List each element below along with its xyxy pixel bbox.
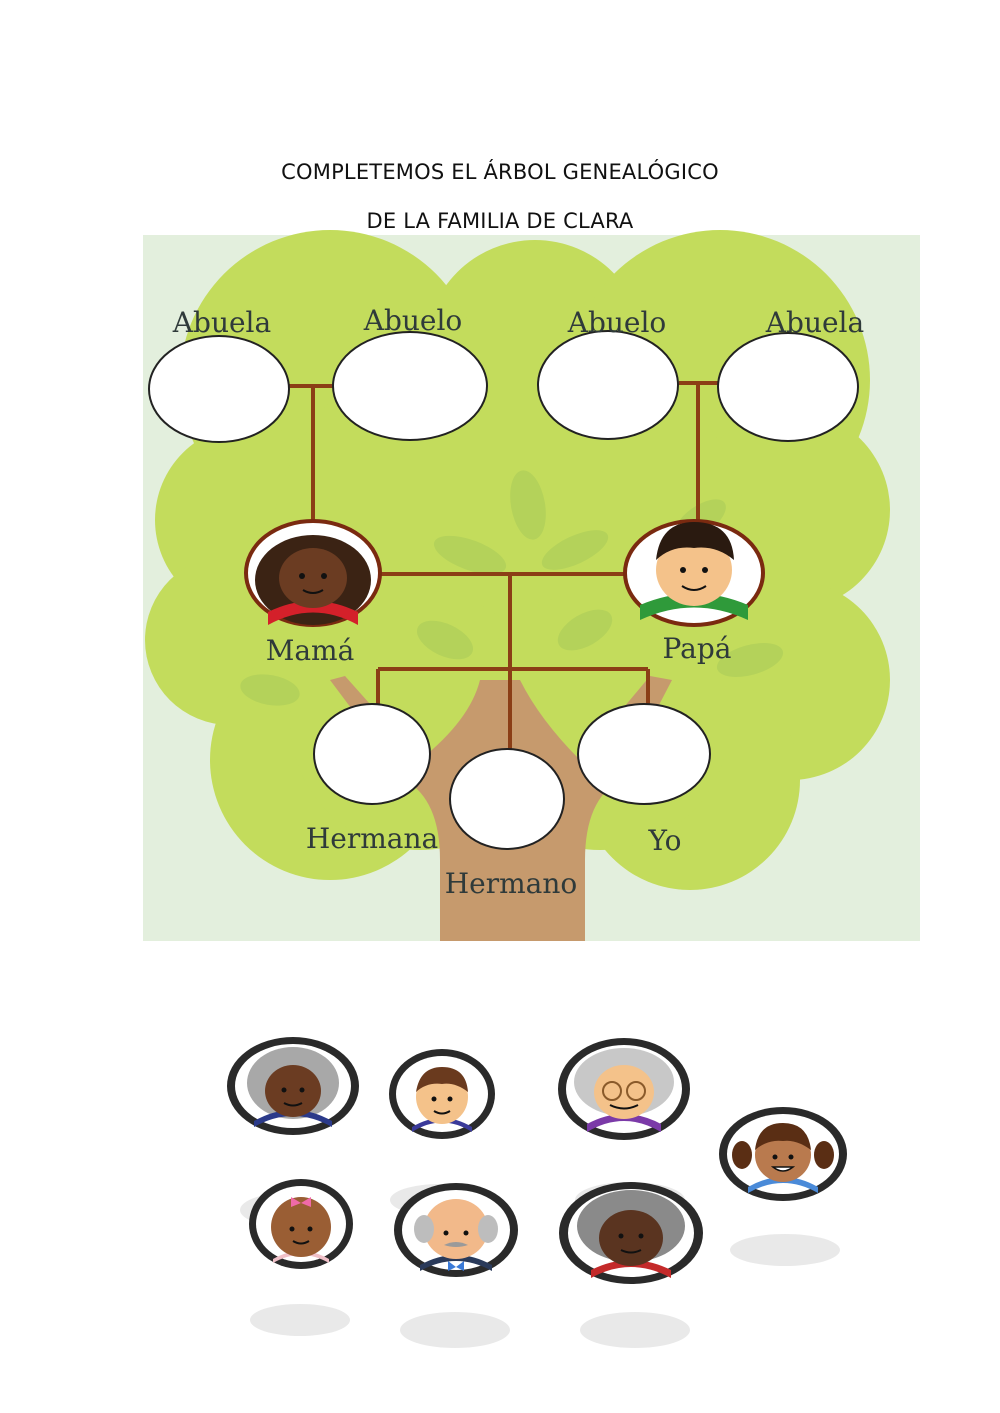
slot-me[interactable] xyxy=(577,703,711,805)
label-dad: Papá xyxy=(663,632,732,665)
label-me: Yo xyxy=(648,824,682,857)
girl-pigtails-avatar[interactable] xyxy=(716,1105,850,1203)
tree-connectors xyxy=(289,381,720,750)
worksheet-title-line1: COMPLETEMOS EL ÁRBOL GENEALÓGICO xyxy=(281,160,719,184)
baby-girl-avatar[interactable] xyxy=(247,1177,355,1271)
grandmother-gray-hair-avatar[interactable] xyxy=(224,1035,362,1137)
bald-grandfather-avatar[interactable] xyxy=(392,1181,520,1279)
grandfather-glasses-avatar[interactable] xyxy=(555,1036,693,1142)
label-brother: Hermano xyxy=(445,867,578,900)
dad-avatar xyxy=(623,519,765,627)
label-sister: Hermana xyxy=(306,822,438,855)
label-grandpa-right: Abuelo xyxy=(567,306,667,339)
grandmother-dark-skin-avatar[interactable] xyxy=(557,1180,705,1286)
worksheet-title-line2: DE LA FAMILIA DE CLARA xyxy=(366,209,634,233)
slot-grandma-left[interactable] xyxy=(148,335,290,443)
slot-brother[interactable] xyxy=(449,748,565,850)
label-grandma-right: Abuela xyxy=(765,306,864,339)
mom-avatar xyxy=(244,519,382,627)
slot-grandpa-left[interactable] xyxy=(332,331,488,441)
slot-grandma-right[interactable] xyxy=(717,332,859,442)
label-grandma-left: Abuela xyxy=(172,306,271,339)
slot-sister[interactable] xyxy=(313,703,431,805)
boy-avatar[interactable] xyxy=(387,1047,497,1142)
slot-grandpa-right[interactable] xyxy=(537,330,679,440)
label-grandpa-left: Abuelo xyxy=(363,304,463,337)
label-mom: Mamá xyxy=(266,634,355,667)
